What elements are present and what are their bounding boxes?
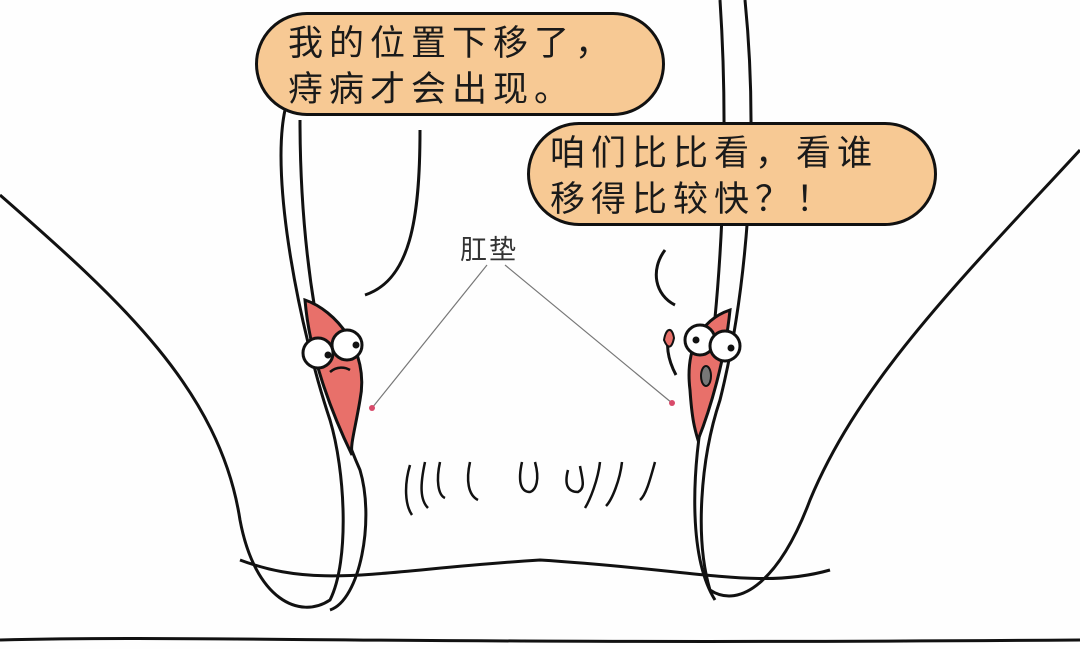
- speech-bubble-right-line2: 移得比较快？！: [550, 180, 838, 220]
- speech-bubble-left-line2: 痔病才会出现。: [288, 70, 576, 110]
- speech-bubble-right: 咱们比比看，看谁 移得比较快？！: [527, 122, 937, 226]
- speech-bubble-left-line1: 我的位置下移了，: [288, 24, 617, 64]
- anal-cushion-label: 肛垫: [460, 235, 518, 266]
- speech-bubble-right-line1: 咱们比比看，看谁: [550, 134, 879, 174]
- speech-bubble-left: 我的位置下移了， 痔病才会出现。: [255, 12, 665, 116]
